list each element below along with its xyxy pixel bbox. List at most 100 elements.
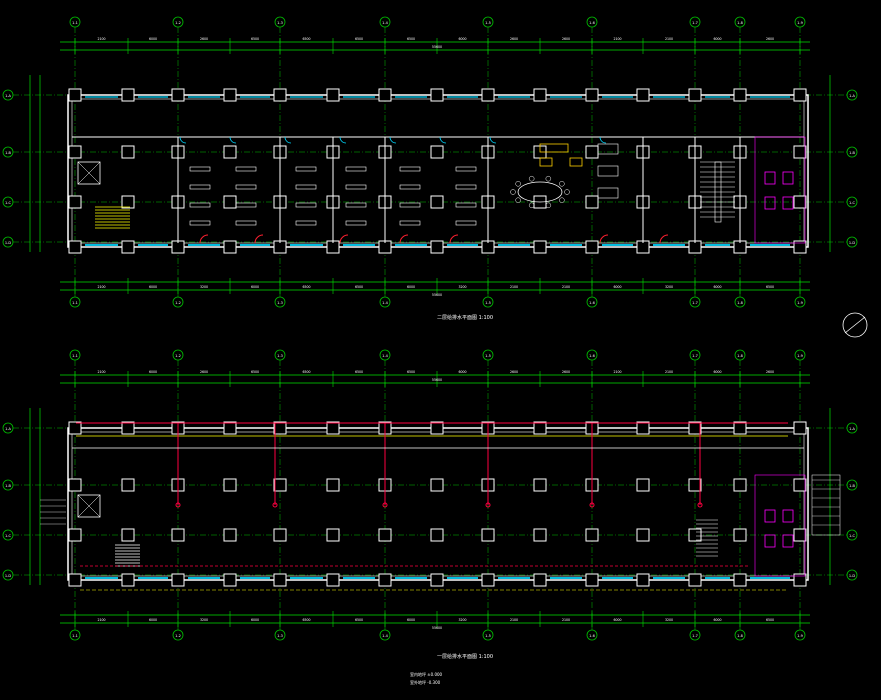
structural-column bbox=[793, 478, 807, 492]
axis-bubble bbox=[846, 236, 858, 248]
axis-label: 1-A bbox=[849, 427, 855, 431]
door-swing bbox=[339, 234, 349, 244]
dimension-text: 2100 bbox=[562, 618, 570, 622]
structural-column bbox=[326, 528, 340, 542]
chair bbox=[528, 175, 535, 182]
axis-bubble bbox=[172, 629, 184, 641]
structural-column bbox=[793, 528, 807, 542]
structural-column bbox=[733, 573, 747, 587]
lower-plan-title: 一层给排水平面图 1:100 bbox=[437, 654, 493, 660]
axis-label: 1-4 bbox=[382, 634, 388, 638]
dimension-text: 6500 bbox=[355, 370, 363, 374]
office-desk bbox=[597, 187, 619, 199]
chair bbox=[528, 202, 535, 209]
desk bbox=[345, 184, 367, 190]
dimension-text: 6000 bbox=[149, 37, 157, 41]
axis-bubble bbox=[794, 629, 806, 641]
dimension-text: 3200 bbox=[458, 285, 466, 289]
structural-column bbox=[223, 528, 237, 542]
axis-label: 1-C bbox=[5, 534, 11, 538]
axis-bubble bbox=[379, 629, 391, 641]
toilet-fixture bbox=[782, 196, 794, 210]
axis-bubble bbox=[274, 296, 286, 308]
structural-column bbox=[121, 145, 135, 159]
structural-column bbox=[793, 421, 807, 435]
dimension-text: 6500 bbox=[355, 37, 363, 41]
axis-label: 1-B bbox=[5, 151, 11, 155]
axis-bubble bbox=[274, 629, 286, 641]
dimension-text: 6500 bbox=[302, 285, 310, 289]
structural-column bbox=[68, 88, 82, 102]
axis-label: 1-5 bbox=[485, 21, 491, 25]
axis-label: 1-7 bbox=[692, 21, 698, 25]
axis-label: 1-B bbox=[849, 151, 855, 155]
axis-label: 1-3 bbox=[277, 354, 283, 358]
axis-label: 1-3 bbox=[277, 634, 283, 638]
axis-bubble bbox=[482, 629, 494, 641]
axis-label: 1-B bbox=[849, 484, 855, 488]
toilet-fixture bbox=[782, 534, 794, 548]
dimension-text: 6000 bbox=[458, 37, 466, 41]
desk bbox=[189, 184, 211, 190]
axis-bubble bbox=[69, 296, 81, 308]
structural-column bbox=[121, 528, 135, 542]
door-swing bbox=[339, 136, 347, 144]
structural-column bbox=[585, 573, 599, 587]
structural-column bbox=[223, 195, 237, 209]
structural-column bbox=[223, 421, 237, 435]
desk bbox=[235, 220, 257, 226]
dimension-text: 6500 bbox=[302, 370, 310, 374]
structural-column bbox=[533, 478, 547, 492]
chair bbox=[510, 189, 516, 195]
dimension-text: 3200 bbox=[665, 618, 673, 622]
dimension-text: 2100 bbox=[665, 370, 673, 374]
axis-label: 1-7 bbox=[692, 634, 698, 638]
door-swing bbox=[179, 136, 187, 144]
desk bbox=[189, 166, 211, 172]
structural-column bbox=[688, 573, 702, 587]
dimension-text: 6500 bbox=[766, 618, 774, 622]
dimension-text: 6500 bbox=[355, 618, 363, 622]
axis-bubble bbox=[69, 629, 81, 641]
dimension-text: 6000 bbox=[713, 618, 721, 622]
structural-column bbox=[68, 528, 82, 542]
exterior-wall bbox=[67, 427, 809, 581]
axis-bubble bbox=[734, 296, 746, 308]
door-swing bbox=[599, 136, 607, 144]
dimension-text: 2100 bbox=[97, 618, 105, 622]
dimension-text: 6500 bbox=[251, 370, 259, 374]
toilet-fixture bbox=[764, 534, 776, 548]
toilet-fixture bbox=[764, 196, 776, 210]
riser-symbol bbox=[589, 502, 595, 508]
dimension-total: 55600 bbox=[432, 378, 442, 382]
axis-label: 1-5 bbox=[485, 634, 491, 638]
axis-label: 1-C bbox=[849, 534, 855, 538]
stair-well bbox=[714, 161, 722, 223]
sofa bbox=[569, 157, 583, 167]
structural-column bbox=[68, 145, 82, 159]
structural-column bbox=[326, 478, 340, 492]
structural-column bbox=[585, 88, 599, 102]
axis-label: 1-2 bbox=[175, 354, 181, 358]
toilet-room bbox=[754, 474, 806, 577]
dimension-text: 2100 bbox=[510, 618, 518, 622]
chair bbox=[545, 175, 552, 182]
structural-column bbox=[481, 88, 495, 102]
structural-column bbox=[430, 240, 444, 254]
structural-column bbox=[793, 88, 807, 102]
desk bbox=[399, 220, 421, 226]
axis-label: 1-A bbox=[849, 94, 855, 98]
structural-column bbox=[273, 88, 287, 102]
door-swing bbox=[284, 136, 292, 144]
desk bbox=[295, 202, 317, 208]
desk bbox=[295, 166, 317, 172]
structural-column bbox=[585, 145, 599, 159]
door-swing bbox=[229, 136, 237, 144]
axis-label: 1-9 bbox=[797, 634, 803, 638]
axis-label: 1-7 bbox=[692, 301, 698, 305]
structural-column bbox=[273, 478, 287, 492]
structural-column bbox=[430, 88, 444, 102]
structural-column bbox=[688, 421, 702, 435]
door-swing bbox=[489, 136, 497, 144]
structural-column bbox=[430, 421, 444, 435]
